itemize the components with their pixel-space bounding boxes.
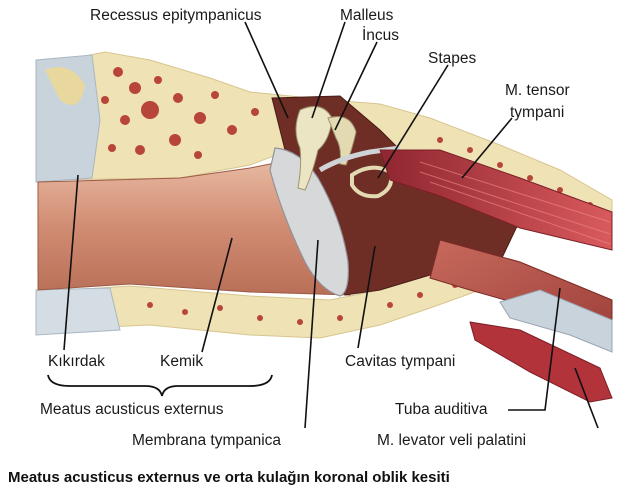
label-tensor-tympani-line1: M. tensor [505,82,570,99]
label-meatus-acusticus-externus: Meatus acusticus externus [40,401,224,418]
meatus-brace [48,375,272,396]
label-membrana-tympanica: Membrana tympanica [132,432,281,449]
label-tensor-tympani-line2: tympani [510,104,564,121]
label-recessus-epitympanicus: Recessus epitympanicus [90,7,262,24]
label-kemik: Kemik [160,353,203,370]
label-cavitas-tympani: Cavitas tympani [345,353,455,370]
label-tuba-auditiva: Tuba auditiva [395,401,488,418]
label-levator-veli-palatini: M. levator veli palatini [377,432,526,449]
label-kikirdak: Kıkırdak [48,353,105,370]
label-malleus: Malleus [340,7,394,24]
figure-caption: Meatus acusticus externus ve orta kulağı… [8,469,450,486]
cartilage-lower [36,288,120,335]
label-stapes: Stapes [428,50,477,67]
label-incus: İncus [362,26,399,44]
